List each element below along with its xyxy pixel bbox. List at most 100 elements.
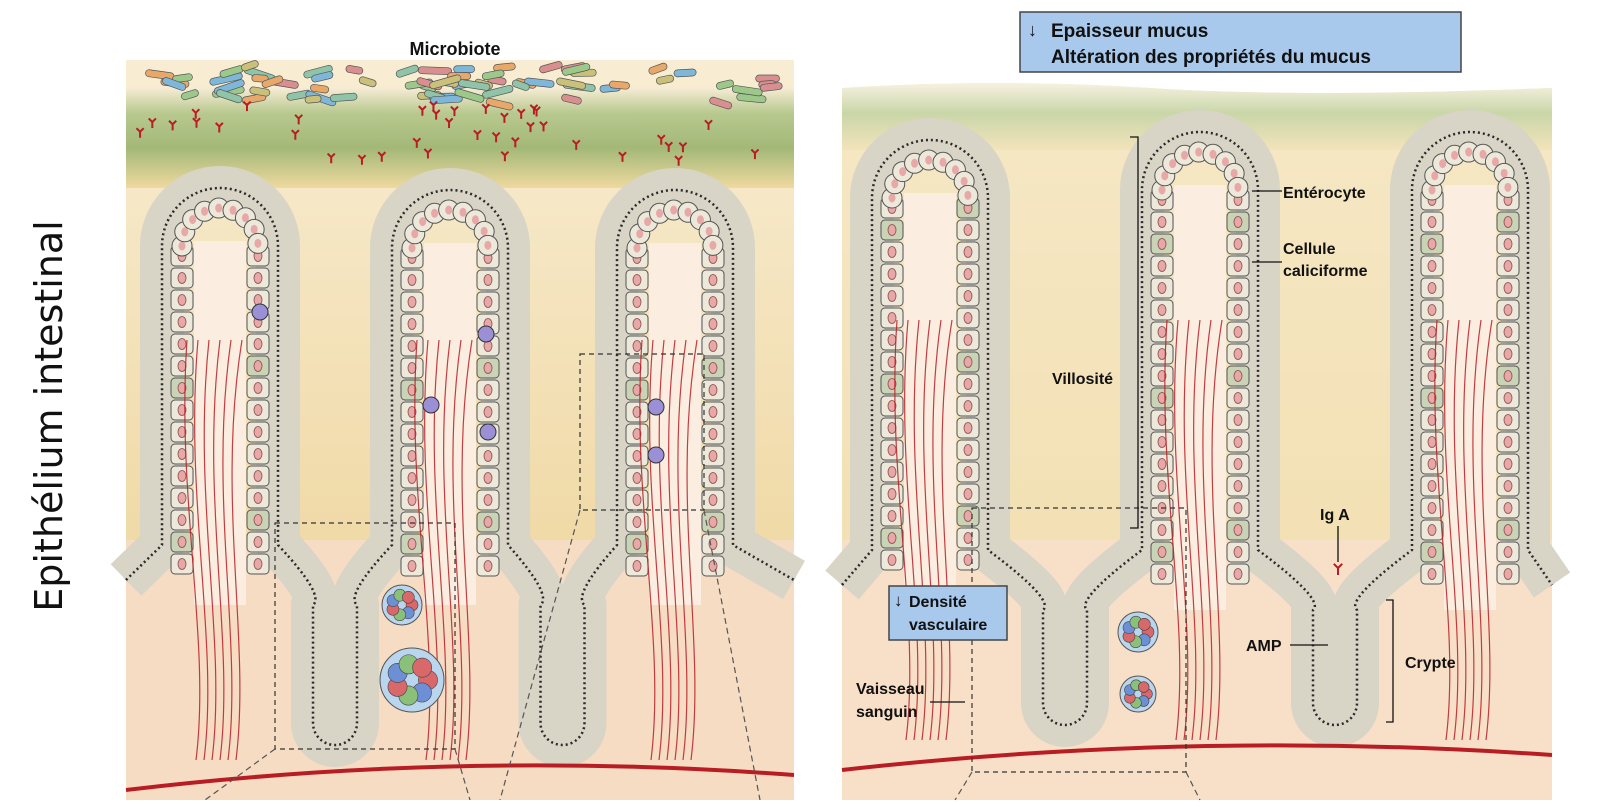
cell-nucleus [1181, 150, 1189, 160]
cell-nucleus [1233, 480, 1243, 492]
cell-nucleus [253, 272, 263, 284]
cell-nucleus [483, 406, 493, 418]
bacterium [311, 71, 334, 83]
antibody-mark [539, 121, 548, 132]
cell-nucleus [1195, 147, 1203, 157]
cell-nucleus [1157, 326, 1167, 338]
bacterium [395, 64, 419, 78]
cell-nucleus [960, 176, 968, 186]
antibody-mark [481, 103, 491, 114]
dendritic-cell [251, 303, 269, 321]
cell-nucleus [177, 514, 187, 526]
cell-nucleus [483, 494, 493, 506]
cell-nucleus [1503, 370, 1513, 382]
cell-nucleus [1233, 326, 1243, 338]
cell-nucleus [925, 155, 933, 165]
villus-core [424, 243, 476, 605]
cell-nucleus [253, 558, 263, 570]
cell-nucleus [891, 179, 899, 189]
cell-nucleus [708, 318, 718, 330]
antibody-mark [664, 141, 674, 152]
cell-nucleus [407, 472, 417, 484]
cell-nucleus [1161, 171, 1169, 181]
cell-nucleus [1233, 436, 1243, 448]
cell-nucleus [1157, 436, 1167, 448]
cell-nucleus [632, 538, 642, 550]
blood-vessel [125, 763, 795, 792]
villi-left [110, 166, 805, 767]
cell-nucleus [1500, 168, 1508, 178]
cell-nucleus [633, 243, 641, 253]
cell-nucleus [1233, 216, 1243, 228]
cell-nucleus [632, 318, 642, 330]
cell-nucleus [632, 494, 642, 506]
cell-nucleus [1427, 524, 1437, 536]
antibody-mark [191, 108, 201, 119]
cell-nucleus [1503, 348, 1513, 360]
cell-nucleus [253, 470, 263, 482]
cell-nucleus [887, 246, 897, 258]
immune-cells-right [1117, 563, 1343, 713]
cell-nucleus [963, 488, 973, 500]
goblet-cell-label-2: caliciforme [1283, 263, 1368, 280]
antibody-mark [377, 151, 387, 162]
cell-nucleus [189, 215, 197, 225]
antibody-mark [291, 129, 300, 140]
cell-nucleus [483, 538, 493, 550]
cell-nucleus [407, 340, 417, 352]
bacterium [561, 93, 582, 105]
villus-core [1444, 185, 1496, 610]
cell-nucleus [1427, 370, 1437, 382]
cell-nucleus [177, 404, 187, 416]
cell-nucleus [1427, 348, 1437, 360]
cell-nucleus [887, 422, 897, 434]
cell-nucleus [887, 312, 897, 324]
bacterium [181, 89, 199, 101]
cell-nucleus [656, 208, 664, 218]
cell-nucleus [1427, 304, 1437, 316]
bacterium [216, 89, 243, 104]
cell-nucleus [887, 268, 897, 280]
cell-nucleus [1491, 157, 1499, 167]
cell-nucleus [407, 428, 417, 440]
cell-nucleus [1169, 159, 1177, 169]
antibody-mark [511, 137, 520, 148]
cell-nucleus [1233, 282, 1243, 294]
capillary [213, 339, 225, 761]
cell-nucleus [708, 560, 718, 572]
cell-nucleus [1233, 568, 1243, 580]
antibody-mark [500, 112, 509, 123]
capillary [1434, 319, 1451, 741]
cell-nucleus [1157, 414, 1167, 426]
cell-nucleus [1157, 348, 1167, 360]
immune-cell [1138, 617, 1151, 631]
antibody-mark [750, 148, 760, 160]
immune-cell [1138, 681, 1150, 693]
capillary [1472, 319, 1483, 741]
blood-vessels-right [841, 319, 1553, 772]
capillary [461, 339, 473, 761]
zoom-line [454, 748, 471, 801]
capillary [414, 339, 431, 761]
blood-vessel [841, 743, 1553, 772]
cell-nucleus [1233, 304, 1243, 316]
cell-nucleus [407, 406, 417, 418]
cell-nucleus [708, 384, 718, 396]
capillary [894, 319, 911, 741]
antibody-mark [704, 119, 713, 130]
antibody-mark [418, 105, 427, 116]
antibody-mark [529, 104, 539, 115]
cell-nucleus [1157, 282, 1167, 294]
cell-nucleus [483, 560, 493, 572]
cell-nucleus [1479, 149, 1487, 159]
cell-nucleus [177, 316, 187, 328]
capillary [194, 339, 209, 761]
bacterium [759, 82, 783, 92]
vascular-callout-box: ↓ Densité vasculaire [888, 585, 1008, 641]
antibody-mark [526, 121, 535, 133]
cell-nucleus [177, 492, 187, 504]
capillary [1463, 319, 1475, 741]
cell-nucleus [632, 274, 642, 286]
amp-label: AMP [1246, 638, 1282, 655]
cell-nucleus [1503, 458, 1513, 470]
